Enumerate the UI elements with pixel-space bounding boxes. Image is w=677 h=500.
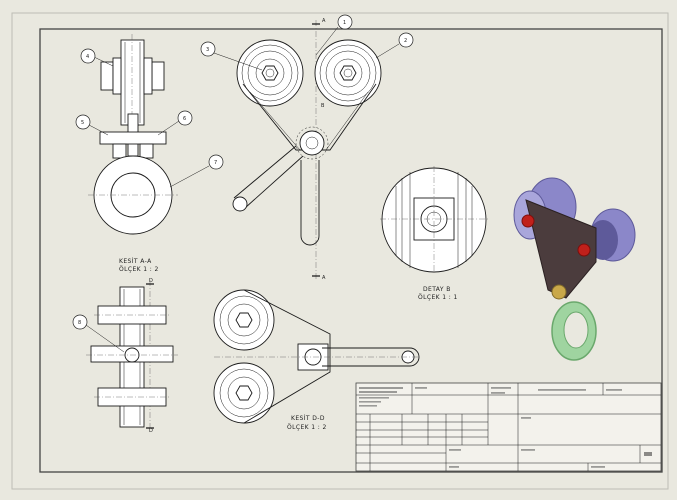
balloon-1: 1 — [315, 14, 353, 56]
svg-text:7: 7 — [214, 160, 217, 166]
detail-b-scale: ÖLÇEK 1 : 1 — [418, 294, 458, 301]
title-block — [355, 382, 662, 472]
svg-text:2: 2 — [404, 38, 407, 44]
balloon-3: 3 — [200, 41, 263, 71]
section-d-d-scale: ÖLÇEK 1 : 2 — [287, 424, 327, 431]
balloon-6: 6 — [157, 110, 193, 136]
svg-text:4: 4 — [86, 54, 89, 60]
drawing-border-outer — [11, 12, 669, 490]
drawing-border-inner — [39, 28, 663, 473]
balloon-4: 4 — [80, 48, 114, 67]
side-view — [86, 280, 178, 432]
detail-b-view — [380, 166, 488, 273]
isometric-view — [513, 177, 636, 361]
svg-text:5: 5 — [81, 120, 84, 126]
section-a-marker-bottom: A — [322, 275, 326, 281]
isometric-bolt-head-1 — [521, 214, 535, 228]
section-a-a-title: KESİT A-A — [119, 258, 152, 265]
section-a-a-view — [88, 34, 178, 235]
svg-text:6: 6 — [183, 116, 186, 122]
title-block-microtext — [359, 387, 652, 468]
balloon-2: 2 — [375, 32, 414, 59]
svg-text:3: 3 — [206, 47, 209, 53]
section-a-a-scale: ÖLÇEK 1 : 2 — [119, 266, 159, 273]
svg-text:1: 1 — [343, 20, 346, 26]
isometric-bolt-head-2 — [577, 243, 591, 257]
section-d-d-title: KESİT D-D — [291, 415, 325, 422]
balloon-5: 5 — [75, 114, 109, 136]
balloon-7: 7 — [169, 154, 224, 188]
isometric-plate — [525, 199, 597, 299]
isometric-eye-hole — [563, 311, 589, 349]
detail-b-title: DETAY B — [423, 286, 451, 293]
front-view — [232, 20, 382, 280]
section-d-marker-bottom: D — [149, 428, 153, 434]
balloon-8: 8 — [72, 314, 125, 353]
svg-text:8: 8 — [78, 320, 81, 326]
detail-b-marker: B — [321, 103, 325, 109]
isometric-nut — [551, 284, 567, 300]
section-d-marker-top: D — [149, 278, 153, 284]
section-d-d-view — [213, 289, 420, 424]
section-a-marker-top: A — [322, 18, 326, 24]
